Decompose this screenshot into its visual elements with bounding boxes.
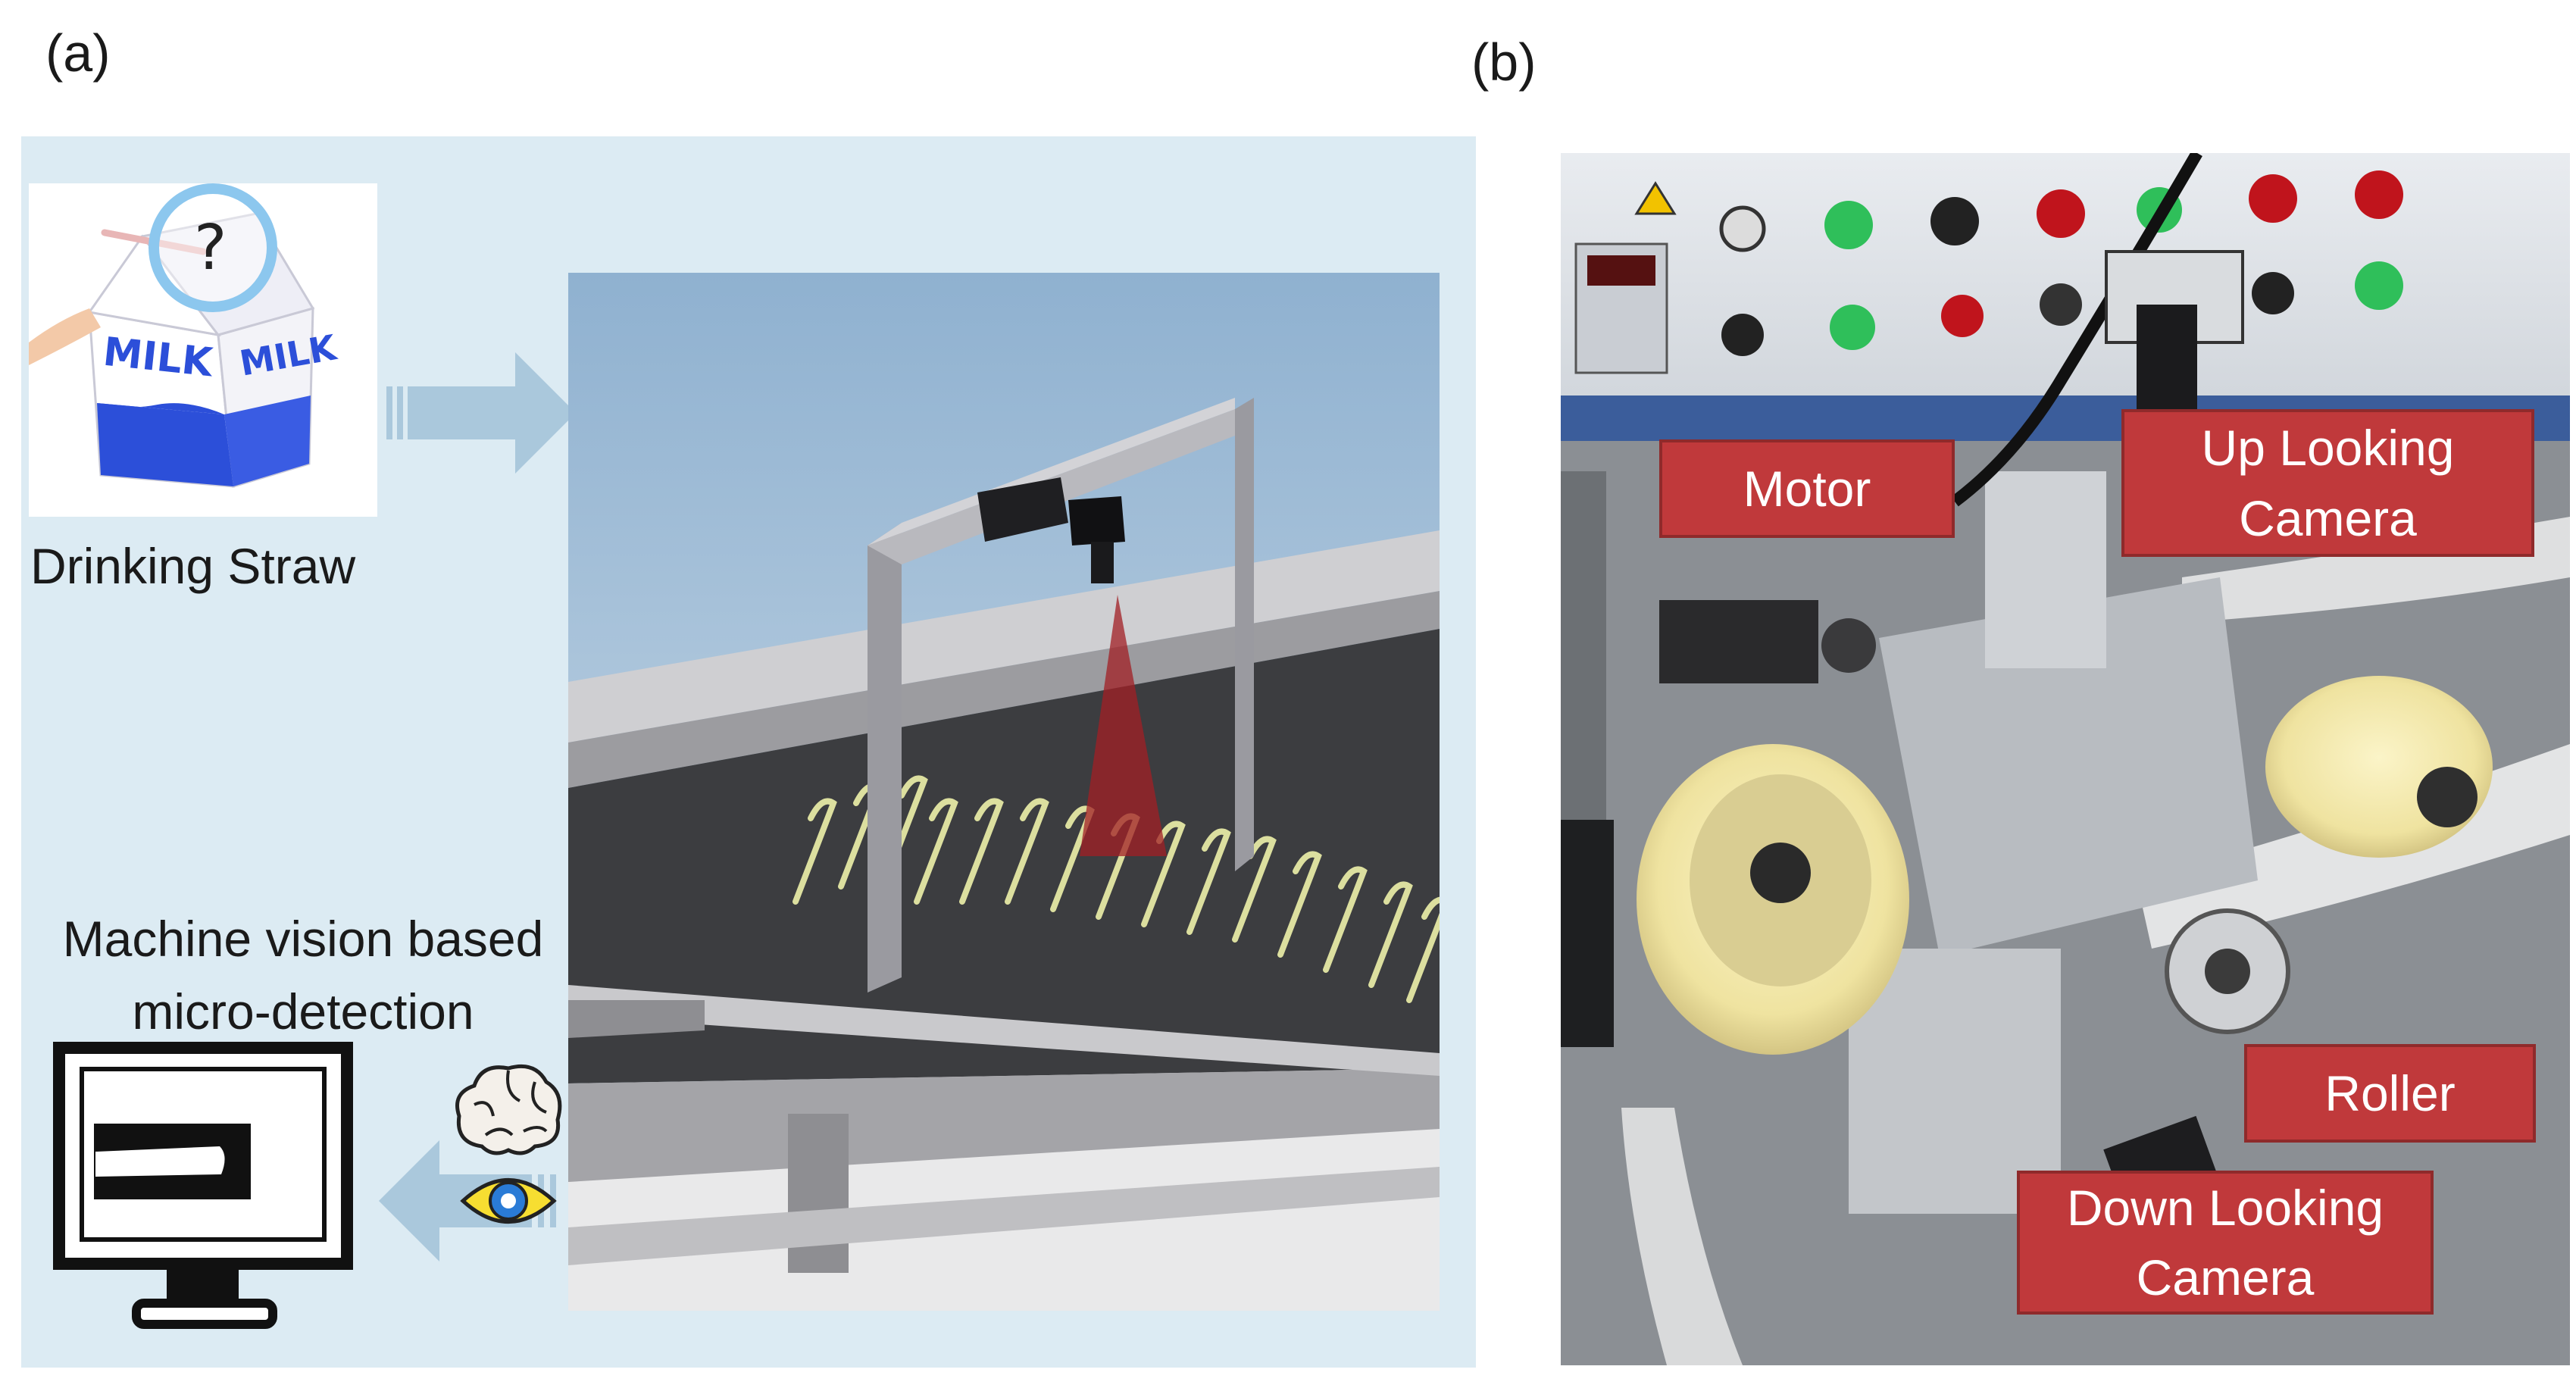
callout-motor-text: Motor bbox=[1743, 460, 1871, 517]
machine-photo bbox=[1561, 153, 2570, 1365]
brain-icon bbox=[452, 1059, 565, 1161]
monitor-icon bbox=[53, 1042, 364, 1341]
callout-up-camera-line1: Up Looking bbox=[2201, 420, 2455, 477]
caption-detection-line1: Machine vision based bbox=[62, 911, 544, 967]
callout-roller: Roller bbox=[2244, 1044, 2536, 1143]
callout-down-camera-line2: Camera bbox=[2136, 1249, 2315, 1305]
arrow-right bbox=[386, 352, 576, 474]
eye-icon bbox=[459, 1167, 558, 1235]
callout-down-camera-line1: Down Looking bbox=[2066, 1179, 2384, 1236]
callout-roller-text: Roller bbox=[2324, 1065, 2456, 1121]
callout-motor: Motor bbox=[1659, 439, 1955, 538]
caption-detection-line2: micro-detection bbox=[132, 983, 474, 1040]
callout-down-looking-camera: Down Looking Camera bbox=[2017, 1171, 2434, 1315]
question-mark: ? bbox=[194, 212, 227, 284]
caption-drinking-straw: Drinking Straw bbox=[30, 538, 356, 594]
panel-a-label: (a) bbox=[45, 23, 111, 83]
callout-up-camera-line2: Camera bbox=[2239, 489, 2417, 546]
callout-up-looking-camera: Up Looking Camera bbox=[2121, 409, 2534, 557]
milk-carton-illustration: MILK MILK ? bbox=[29, 183, 377, 517]
panel-b-label: (b) bbox=[1471, 33, 1537, 92]
conveyor-scene bbox=[568, 273, 1440, 1311]
